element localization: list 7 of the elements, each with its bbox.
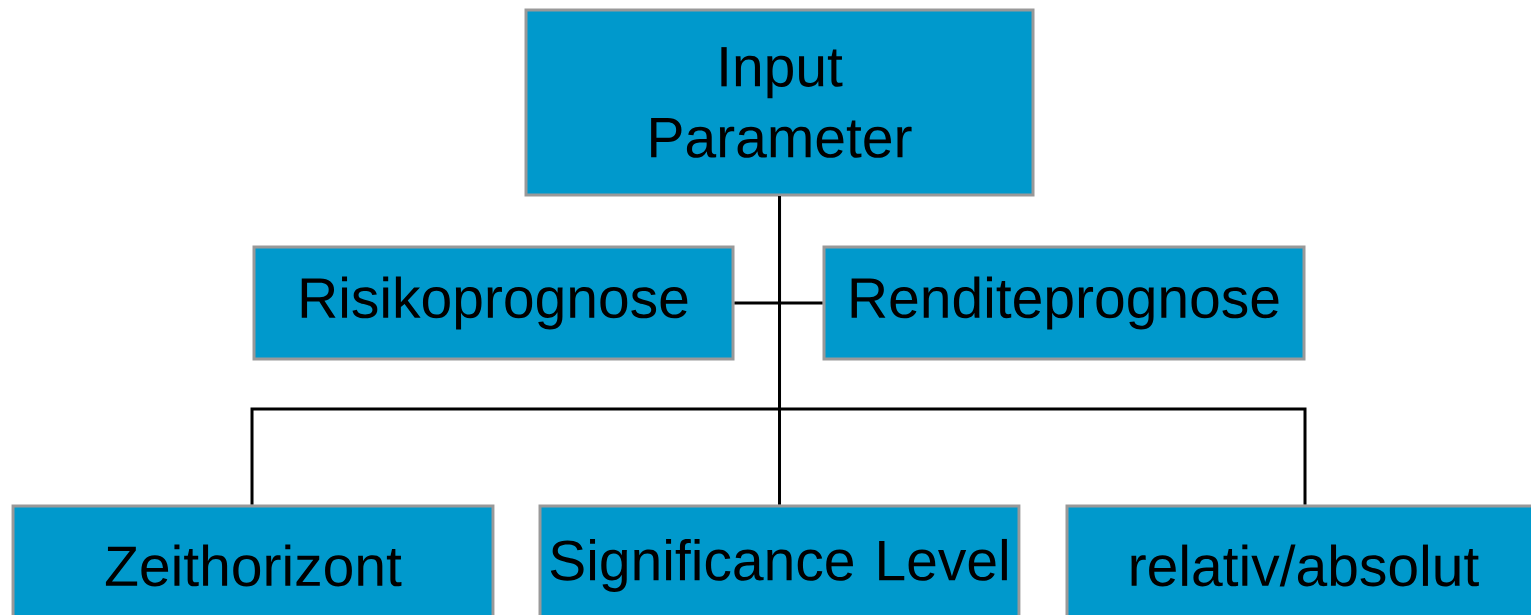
connector-line: [778, 196, 1307, 505]
process-box: Input Parameter: [524, 8, 1035, 197]
process-box: Risikoprognose: [252, 245, 735, 361]
process-box: Renditeprognose: [822, 245, 1306, 361]
process-box: Significance Level: [538, 504, 1021, 615]
process-box: relativ/absolut: [1065, 504, 1531, 615]
process-box: Zeithorizont: [11, 504, 495, 615]
